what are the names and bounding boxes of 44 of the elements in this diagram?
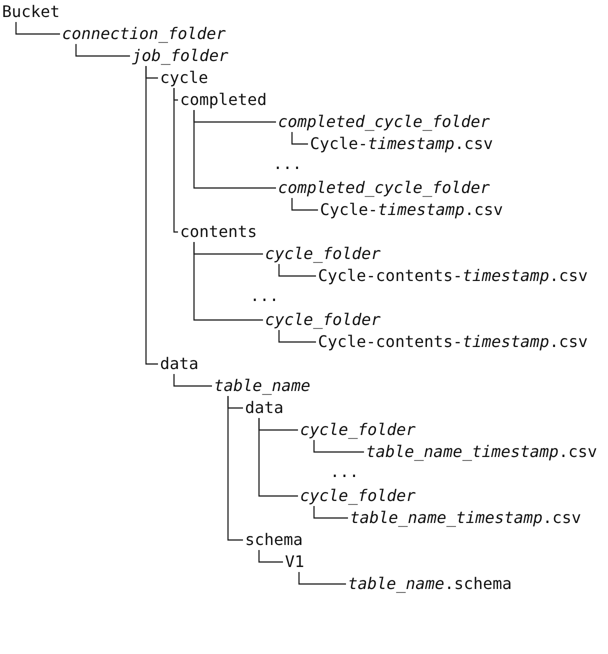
folder-name: schema xyxy=(245,530,303,550)
folder-name: cycle_folder xyxy=(300,420,416,440)
file-name: Cycle-contents-timestamp.csv xyxy=(318,266,588,286)
tree-connector xyxy=(313,506,348,519)
tree-connector xyxy=(193,242,263,321)
tree-connector xyxy=(278,264,316,277)
tree-connector xyxy=(298,572,346,585)
file-name: table_name_timestamp.csv xyxy=(350,508,582,528)
folder-name: job_folder xyxy=(132,46,228,66)
file-name: table_name_timestamp.csv xyxy=(366,442,598,462)
folder-name: connection_folder xyxy=(62,24,226,44)
tree-connector xyxy=(278,330,316,343)
folder-name: completed_cycle_folder xyxy=(278,178,490,198)
file-name: Cycle-timestamp.csv xyxy=(320,200,504,220)
folder-name: cycle_folder xyxy=(265,244,381,264)
folder-name: completed_cycle_folder xyxy=(278,112,490,132)
folder-name: data xyxy=(245,398,284,418)
tree-connector xyxy=(313,440,364,453)
folder-name: cycle xyxy=(160,68,208,88)
tree-connector xyxy=(291,132,308,145)
folder-name: completed xyxy=(180,90,267,110)
folder-name: cycle_folder xyxy=(300,486,416,506)
tree-connector xyxy=(173,88,178,233)
file-name: Cycle-contents-timestamp.csv xyxy=(318,332,588,352)
tree-connector xyxy=(227,396,243,541)
tree-connector xyxy=(145,66,158,365)
folder-name: contents xyxy=(180,222,258,242)
tree-connector xyxy=(193,110,276,189)
tree-connector xyxy=(173,374,212,387)
tree-connector xyxy=(75,44,130,57)
ellipsis-text: ... xyxy=(250,286,279,306)
ellipsis-text: ... xyxy=(330,462,359,482)
file-name: Cycle-timestamp.csv xyxy=(310,134,494,154)
tree-connector xyxy=(291,198,318,211)
tree-connector xyxy=(258,418,298,497)
folder-name: data xyxy=(160,354,199,374)
file-name: table_name.schema xyxy=(348,574,512,594)
folder-name: cycle_folder xyxy=(265,310,381,330)
ellipsis-text: ... xyxy=(273,154,302,174)
folder-name: Bucket xyxy=(2,2,60,22)
folder-name: V1 xyxy=(285,552,304,572)
folder-name: table_name xyxy=(214,376,310,396)
tree-connector xyxy=(15,22,60,35)
tree-connector xyxy=(258,550,283,563)
